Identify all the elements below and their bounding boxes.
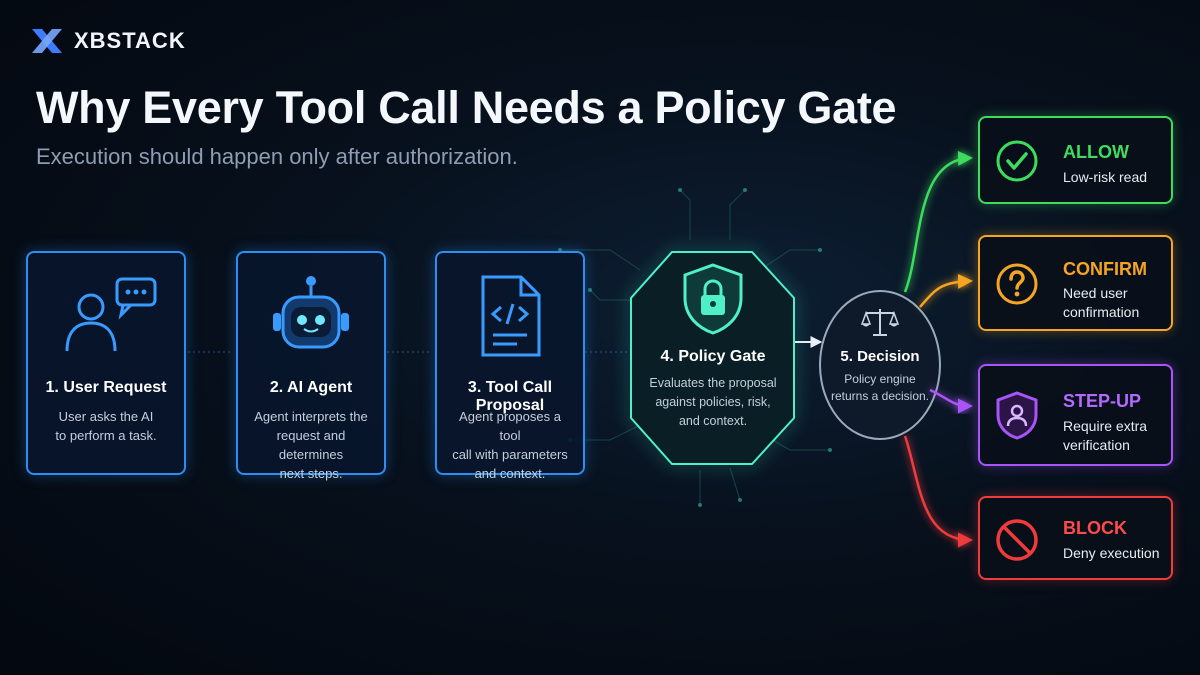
brand: XBSTACK [30,27,186,55]
page-title: Why Every Tool Call Needs a Policy Gate [36,82,897,133]
arrow-proposal-to-gate [585,338,631,353]
policy-gate: 4. Policy Gate Evaluates the proposal ag… [633,262,793,431]
policy-gate-shape [628,249,797,467]
branch-arrow-block [903,435,973,548]
decision-shape [819,290,941,440]
scales-icon [861,309,899,336]
branch-arrow-allow [903,150,973,293]
outcome-label: ALLOW [1063,142,1129,162]
arrow-request-to-agent [188,338,233,353]
shield-user-icon [996,391,1038,440]
outcome-label: CONFIRM [1063,259,1147,279]
outcome-desc-line: verification [1063,437,1130,453]
decision-desc-line: returns a decision. [830,389,930,403]
gate-desc-line: and context. [678,414,748,428]
question-circle-icon [996,263,1038,305]
outcome-confirm: CONFIRM Need user confirmation [978,235,1173,331]
outcome-desc-line: Deny execution [1063,545,1160,561]
step-desc-line: Agent proposes a tool [459,409,561,443]
decision-node: 5. Decision Policy engine returns a deci… [822,306,938,405]
outcome-step-up: STEP-UP Require extra verification [978,364,1173,466]
gate-desc-line: Evaluates the proposal [649,376,777,390]
brand-name: XBSTACK [74,28,186,53]
step-desc-line: Agent interprets the [254,409,368,424]
step-desc-line: call with parameters [452,447,568,462]
step-desc-line: request and determines [276,428,346,462]
step-title: 2. AI Agent [269,379,353,396]
step-title: 3. Tool Call Proposal [467,379,553,414]
branch-arrow-confirm [919,273,973,308]
step-card-tool-call-proposal: 3. Tool Call Proposal Agent proposes a t… [435,251,585,481]
branch-arrow-step-up [929,388,973,414]
outcome-label: STEP-UP [1063,391,1142,411]
step-desc-line: next steps. [279,466,343,481]
check-circle-icon [996,140,1038,182]
arrow-agent-to-proposal [387,338,432,353]
page-subtitle: Execution should happen only after autho… [36,144,518,169]
step-desc-line: User asks the AI [58,409,154,424]
outcome-allow: ALLOW Low-risk read [978,116,1173,204]
user-chat-icon [65,277,157,352]
outcome-desc-line: confirmation [1063,304,1140,320]
x-logo-icon [32,29,62,53]
outcome-desc-line: Need user [1063,285,1128,301]
gate-title: 4. Policy Gate [660,348,766,365]
code-document-icon [481,275,541,357]
step-desc-line: and context. [474,466,546,481]
decision-title: 5. Decision [840,348,920,365]
outcome-block: BLOCK Deny execution [978,496,1173,580]
outcome-desc-line: Require extra [1063,418,1148,434]
decision-desc-line: Policy engine [844,372,916,386]
shield-lock-icon [683,263,743,335]
gate-desc-line: against policies, risk, [655,395,771,409]
outcome-label: BLOCK [1063,518,1127,538]
step-card-user-request: 1. User Request User asks the AI to perf… [26,251,186,475]
step-desc-line: to perform a task. [55,428,157,443]
step-card-ai-agent: 2. AI Agent Agent interprets the request… [236,251,386,481]
step-title: 1. User Request [45,379,167,396]
outcome-desc-line: Low-risk read [1063,169,1148,185]
robot-icon [273,276,349,349]
prohibited-icon [996,519,1038,561]
